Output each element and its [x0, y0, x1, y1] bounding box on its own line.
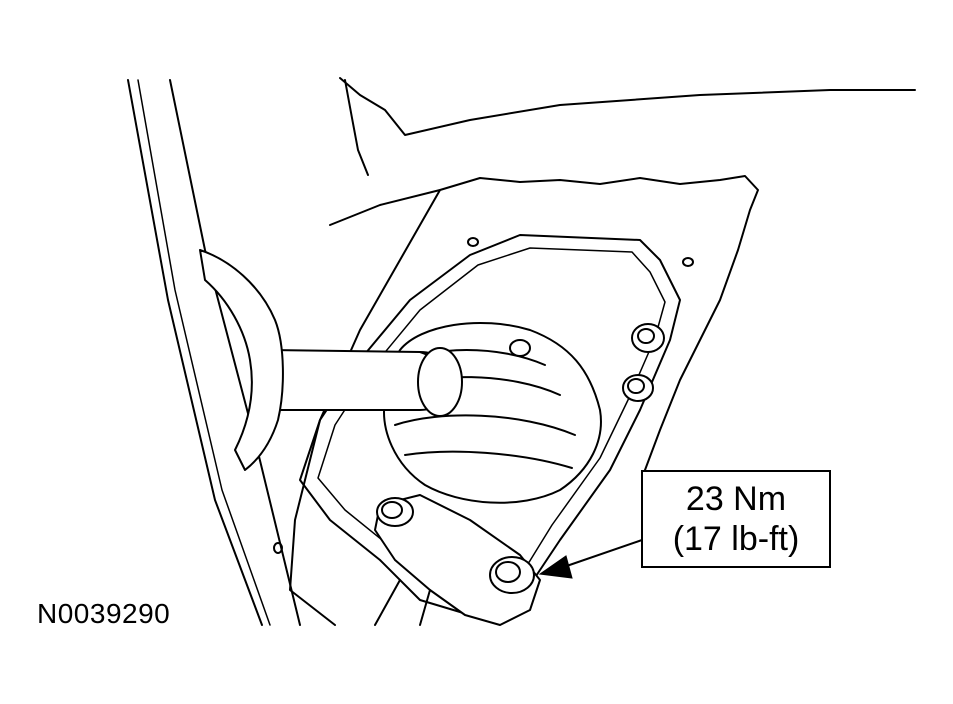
bolt-left: [376, 497, 414, 527]
body-fold: [344, 79, 369, 176]
floor-pan-outline: [329, 175, 759, 471]
bolt-boot-top: [509, 339, 531, 357]
frame-rail-outer: [127, 79, 263, 626]
mount-bracket: [374, 494, 541, 626]
hand-grip: [199, 249, 284, 471]
boot-ring-3: [394, 414, 576, 436]
lever-collar: [417, 347, 463, 417]
mount-hole-1: [467, 237, 479, 247]
floor-pan-left: [289, 189, 441, 626]
bolt-right: [489, 556, 535, 594]
bracket-arm: [374, 579, 401, 626]
bolt-top-right: [622, 374, 654, 402]
shift-boot: [383, 321, 602, 504]
nut-top: [631, 323, 665, 353]
torque-nm-label: 23 Nm: [685, 480, 787, 518]
bracket-arm-2: [419, 589, 431, 626]
leader-line: [554, 539, 643, 571]
torque-callout: 23 Nm (17 lb-ft): [641, 470, 831, 568]
mount-hole-2: [682, 257, 694, 267]
figure-id: N0039290: [37, 598, 171, 629]
frame-rail-edge: [137, 79, 271, 626]
boot-ring-4: [404, 450, 573, 469]
body-contour: [339, 77, 916, 136]
mount-hole-3: [273, 542, 283, 554]
leader-arrowhead: [538, 555, 573, 579]
frame-rail-inner: [169, 79, 301, 626]
torque-lbft-label: (17 lb-ft): [672, 520, 800, 558]
